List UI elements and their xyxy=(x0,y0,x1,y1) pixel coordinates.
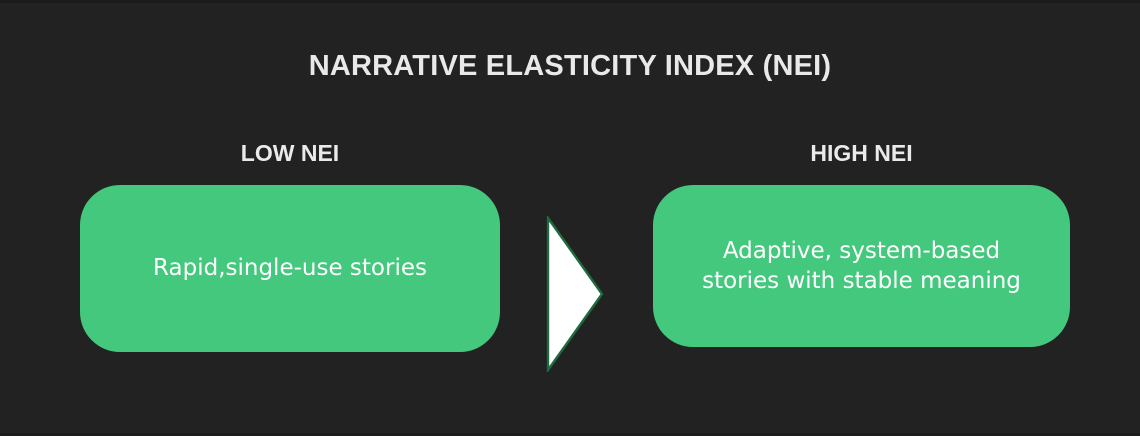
page-title: NARRATIVE ELASTICITY INDEX (NEI) xyxy=(308,50,832,82)
top-edge-band xyxy=(0,0,1140,3)
stage-label-high-nei: HIGH NEI xyxy=(810,140,913,166)
stage-box-low-nei[interactable]: Rapid,single-use stories xyxy=(80,185,500,352)
stage-description-high-nei: Adaptive, system-based stories with stab… xyxy=(702,237,1021,294)
stage-description-low-nei: Rapid,single-use stories xyxy=(153,255,427,282)
stage-box-high-nei[interactable]: Adaptive, system-based stories with stab… xyxy=(653,185,1070,347)
stage-label-low-nei: LOW NEI xyxy=(240,140,340,166)
right-triangle-arrow-icon xyxy=(546,216,604,372)
